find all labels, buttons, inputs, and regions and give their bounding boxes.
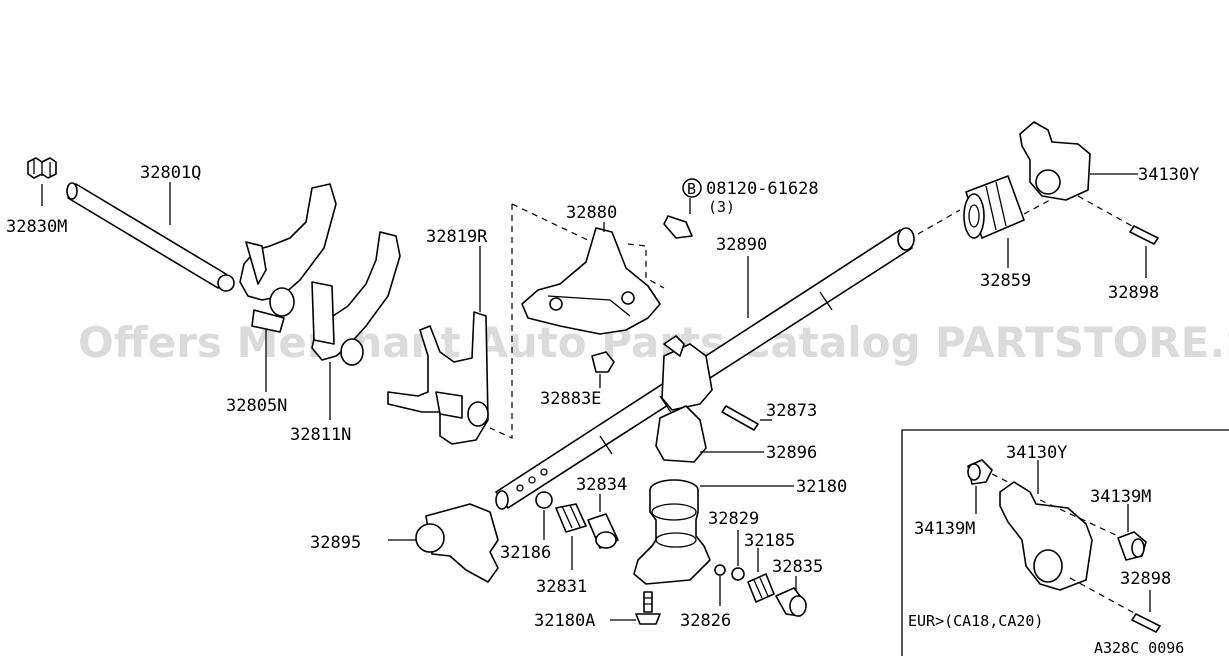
label-inset-32898[interactable]: 32898 <box>1120 569 1171 589</box>
part-32186-ball[interactable] <box>535 491 553 540</box>
inset-box <box>901 429 1229 656</box>
label-32830m[interactable]: 32830M <box>6 217 67 237</box>
label-inset-34139m-right[interactable]: 34139M <box>1090 487 1151 507</box>
label-inset-34130y[interactable]: 34130Y <box>1006 443 1067 463</box>
dashed-leader-32890 <box>917 209 961 235</box>
part-32898-pin[interactable] <box>1129 225 1159 278</box>
label-32896[interactable]: 32896 <box>766 443 817 463</box>
dashed-leader-32859 <box>1023 199 1051 215</box>
part-32805n-fork[interactable] <box>239 183 337 392</box>
bolt-b-symbol: B <box>687 180 696 198</box>
label-32805n[interactable]: 32805N <box>226 396 287 416</box>
part-32883e-cap[interactable] <box>591 351 615 388</box>
part-32834-plunger[interactable] <box>587 494 619 549</box>
part-32801q-rod[interactable] <box>66 182 235 292</box>
label-32801q[interactable]: 32801Q <box>140 163 201 183</box>
label-32831[interactable]: 32831 <box>536 577 587 597</box>
label-32873[interactable]: 32873 <box>766 401 817 421</box>
inset-part-34130y-guide[interactable] <box>999 460 1093 591</box>
part-34130y-guide[interactable] <box>1019 121 1138 201</box>
inset-part-34139m-right[interactable] <box>1117 504 1147 561</box>
label-32834[interactable]: 32834 <box>576 475 627 495</box>
label-32898[interactable]: 32898 <box>1108 283 1159 303</box>
dashed-leader-inset-right <box>1039 499 1119 537</box>
label-32180a[interactable]: 32180A <box>534 611 595 631</box>
inset-part-34139m-left[interactable] <box>967 459 993 514</box>
part-32896-lever[interactable] <box>655 405 764 463</box>
part-32895-bracket[interactable] <box>388 503 499 583</box>
part-32859-bushing[interactable] <box>963 175 1025 268</box>
label-32826[interactable]: 32826 <box>680 611 731 631</box>
dashed-leader-32819r <box>489 203 597 439</box>
label-32811n[interactable]: 32811N <box>290 425 351 445</box>
label-08120-61628[interactable]: 08120-61628 <box>706 179 819 199</box>
label-32835[interactable]: 32835 <box>772 557 823 577</box>
label-32859[interactable]: 32859 <box>980 271 1031 291</box>
part-32830m-spring[interactable] <box>27 157 57 206</box>
part-08120-61628-bolt[interactable] <box>663 198 693 239</box>
part-32180-housing[interactable] <box>633 479 794 585</box>
label-32180[interactable]: 32180 <box>796 477 847 497</box>
part-32880-bracket[interactable] <box>521 222 661 335</box>
label-32186[interactable]: 32186 <box>500 543 551 563</box>
dashed-leader-inset-left <box>991 473 1013 485</box>
label-bolt-qty: (3) <box>708 198 735 216</box>
label-32890[interactable]: 32890 <box>716 235 767 255</box>
part-32829-ball[interactable] <box>731 530 745 581</box>
part-32819r-bracket[interactable] <box>387 246 489 445</box>
label-32185[interactable]: 32185 <box>744 531 795 551</box>
dashed-leader-34130y <box>1077 195 1133 227</box>
inset-part-32898-pin[interactable] <box>1069 577 1161 633</box>
part-shaft-collar[interactable] <box>661 335 713 411</box>
watermark-text: Offers Merchant Auto Parts Catalog PARTS… <box>78 318 1229 367</box>
label-32829[interactable]: 32829 <box>708 509 759 529</box>
bolt-b-symbol-circle <box>682 178 702 198</box>
label-32819r[interactable]: 32819R <box>426 227 488 247</box>
part-32826-ball[interactable] <box>714 564 726 606</box>
part-32873-pin[interactable] <box>721 405 772 431</box>
diagram-code: A328C 0096 <box>1094 639 1184 657</box>
inset-caption: EUR>(CA18,CA20) <box>908 612 1043 630</box>
part-32811n-fork[interactable] <box>311 231 401 420</box>
label-inset-34139m-left[interactable]: 34139M <box>914 519 975 539</box>
label-34130y[interactable]: 34130Y <box>1138 165 1199 185</box>
label-32895[interactable]: 32895 <box>310 533 361 553</box>
part-32831-spring[interactable] <box>555 503 587 570</box>
part-32835-plug[interactable] <box>775 576 807 617</box>
label-32880[interactable]: 32880 <box>566 203 617 223</box>
part-32185-spring[interactable] <box>747 548 775 603</box>
label-32883e[interactable]: 32883E <box>540 389 601 409</box>
dashed-leader-32880 <box>627 243 665 289</box>
part-32180a-bolt[interactable] <box>610 591 661 625</box>
